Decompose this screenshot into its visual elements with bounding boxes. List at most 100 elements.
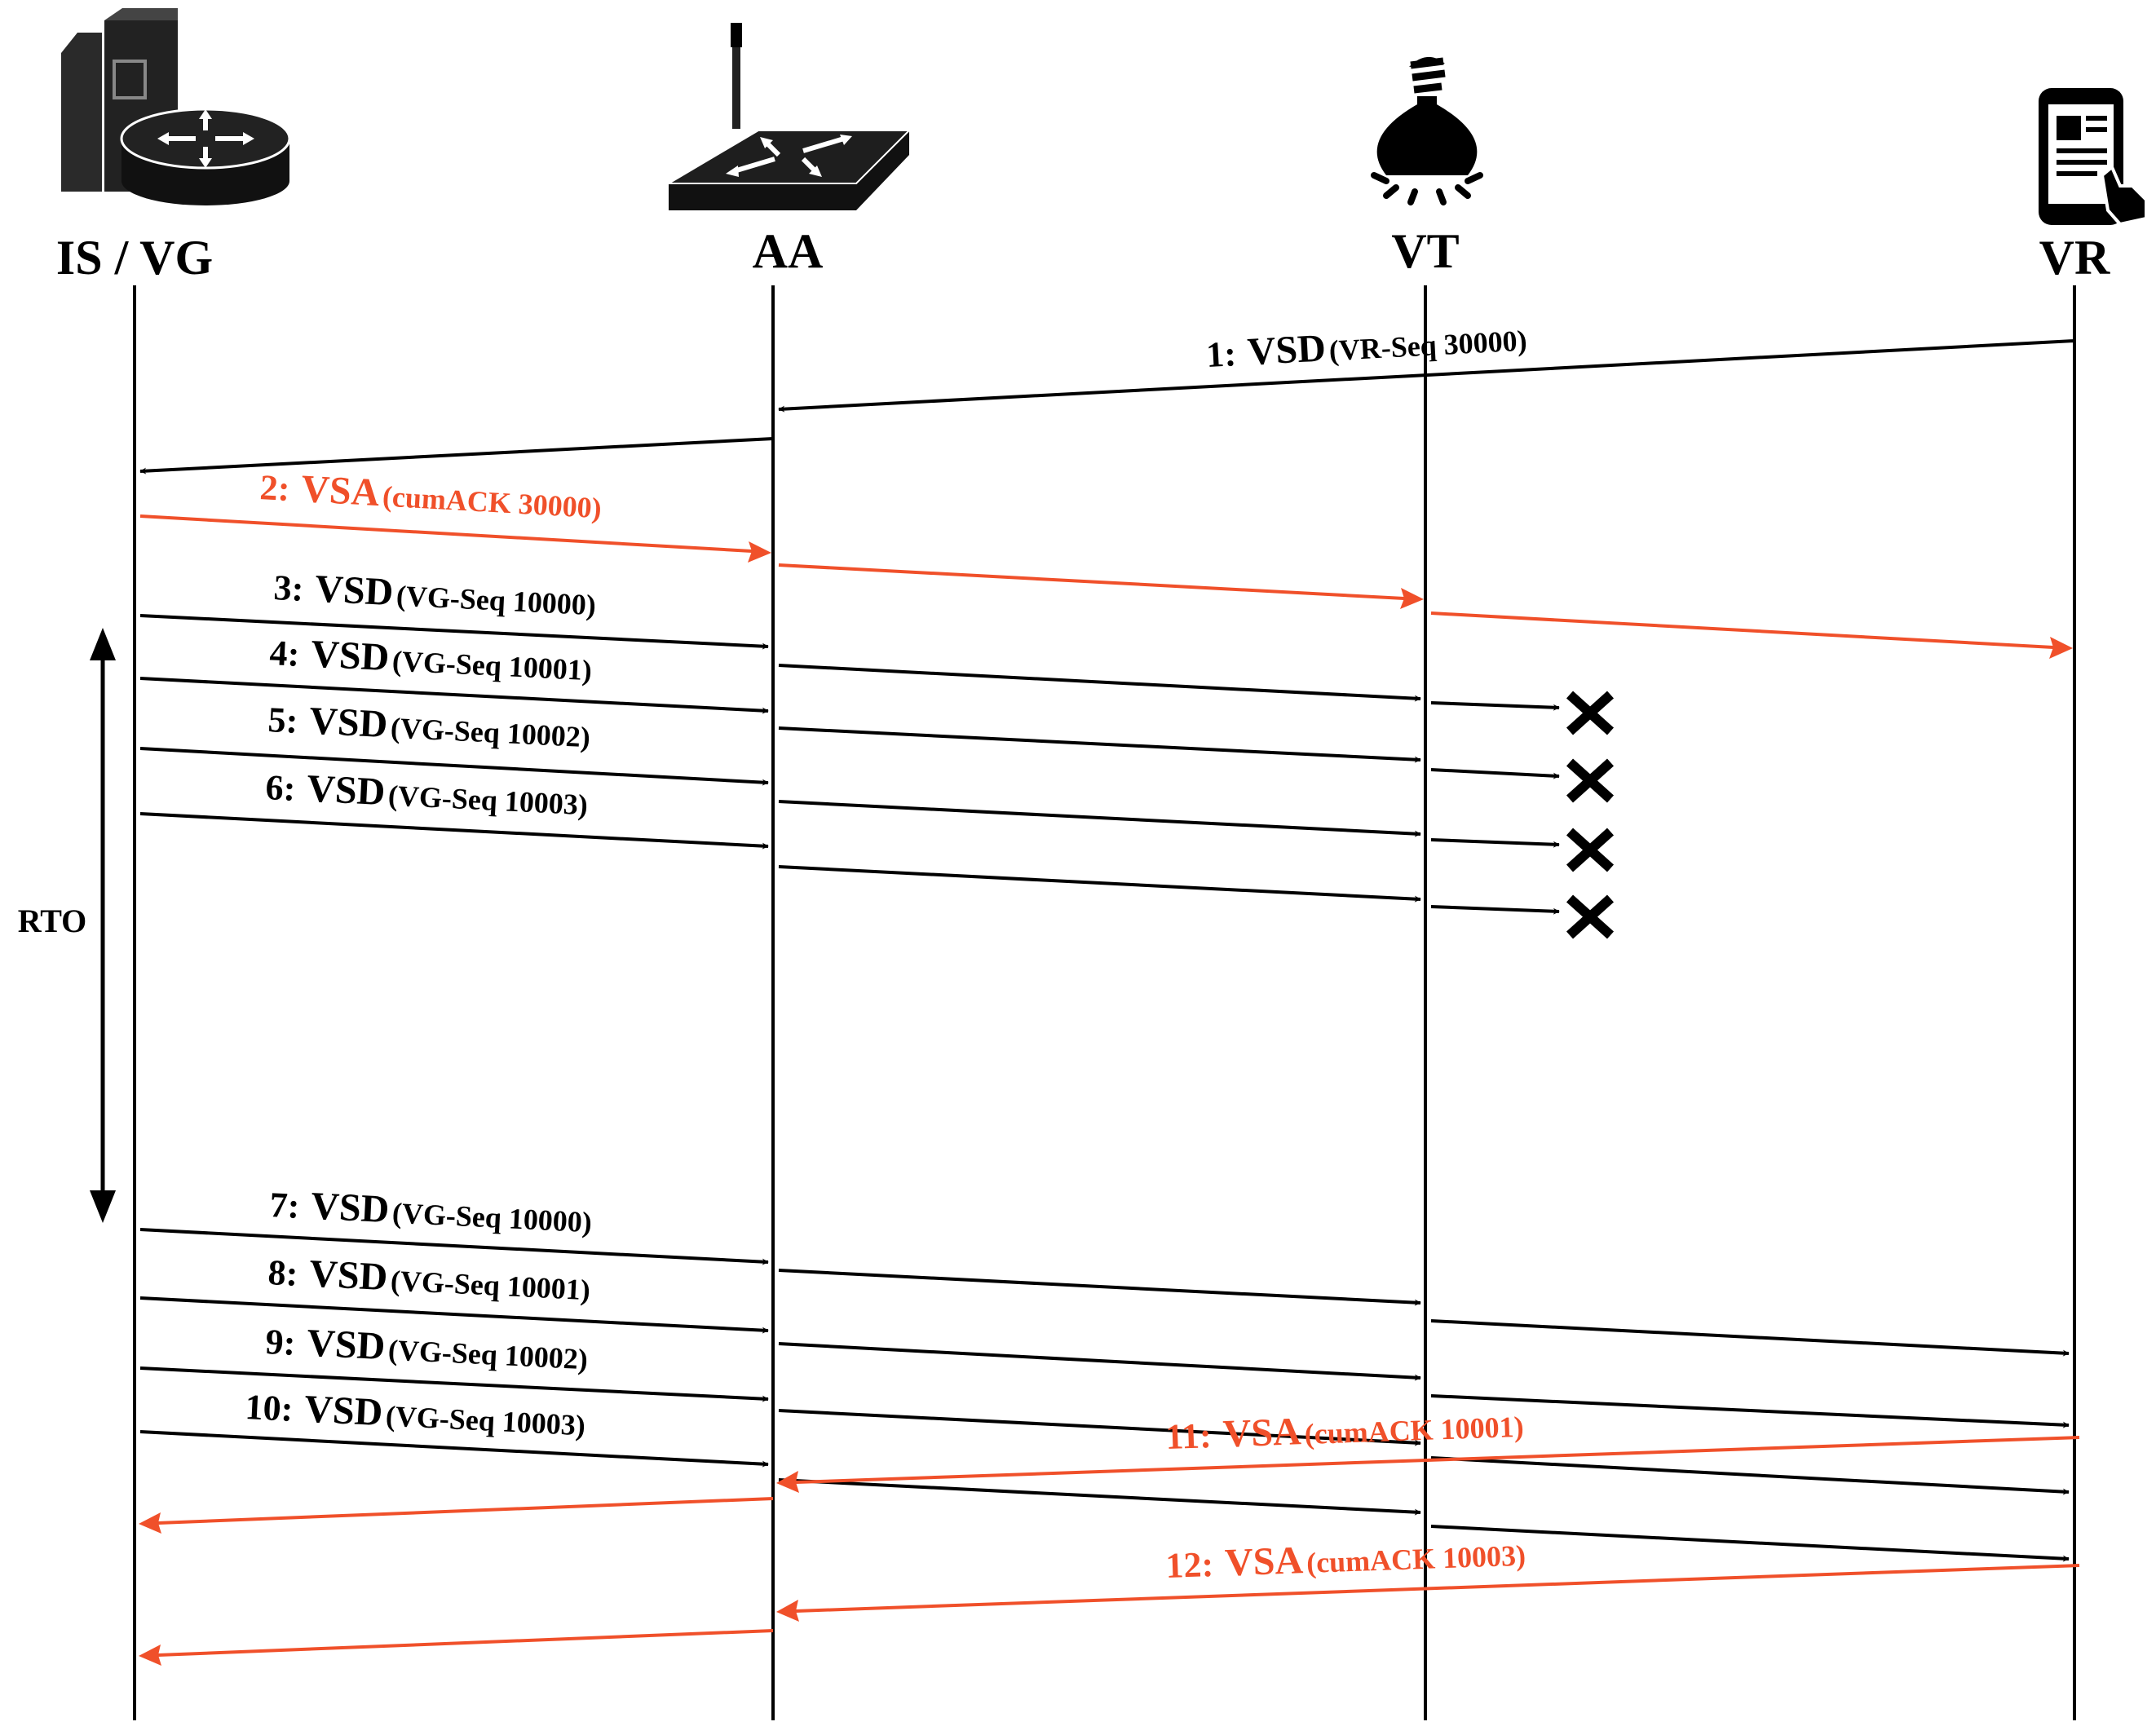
msg-8-main: VSD: [308, 1252, 389, 1300]
msg-10-arrow-vt-vr-2: [1430, 1525, 2070, 1562]
msg-2-arrow-aa-vt-head: [1400, 588, 1424, 609]
msg-12-arrow-vr-aa-head: [776, 1600, 799, 1622]
msg-10-arrow-isvg-aa: [139, 1430, 769, 1468]
msg-1-param: (VR-Seq 30000): [1328, 324, 1528, 367]
msg-3-main: VSD: [314, 567, 395, 615]
drop-x-icon-1: [1566, 691, 1615, 735]
msg-2-arrow-isvg-aa: [139, 514, 753, 553]
msg-5-param: (VG-Seq 10002): [390, 711, 591, 753]
lifelines: [133, 285, 2076, 1720]
msg-12-num: 12:: [1165, 1544, 1214, 1586]
msg-11-arrow-aa-isvg: [157, 1497, 774, 1525]
msg-6-arrow-aa-vt: [778, 800, 1421, 837]
msg-7-num: 7:: [269, 1185, 301, 1226]
actor-label-vr: VR: [2039, 231, 2110, 285]
msg-6b-arrow-aa-vt: [778, 865, 1421, 903]
msg-7-arrow-aa-vt: [778, 1269, 1421, 1306]
msg-4-main: VSD: [310, 633, 391, 680]
msg-3-param: (VG-Seq 10000): [395, 579, 597, 621]
msg-1-label: 1: VSD (VR-Seq 30000): [1205, 316, 1528, 376]
msg-6-arrow-vt-drop: [1430, 838, 1560, 848]
msg-3-num: 3:: [273, 567, 305, 609]
msg-12-main: VSA: [1224, 1539, 1304, 1584]
msg-5-label: 5: VSD (VG-Seq 10002): [267, 697, 591, 756]
msg-7-arrow-isvg-aa: [139, 1228, 769, 1265]
msg-5-arrow-vt-drop: [1430, 768, 1560, 779]
msg-12-label: 12: VSA (cumACK 10003): [1165, 1531, 1526, 1587]
msg-4-num: 4:: [269, 633, 301, 674]
smartphone-touch-icon: [2039, 88, 2148, 227]
msg-1-arrow-vr-aa: [778, 339, 2075, 413]
msg-6-num: 6:: [265, 767, 297, 809]
msg-6-param: (VG-Seq 10003): [387, 779, 589, 821]
actor-label-aa: AA: [753, 224, 824, 278]
msg-5-arrow-aa-vt: [778, 726, 1421, 763]
msg-2-arrow-isvg-aa-head: [748, 541, 771, 563]
msg-2-param: (cumACK 30000): [382, 479, 603, 524]
msg-9-arrow-isvg-aa: [139, 1366, 769, 1402]
actor-label-isvg: IS / VG: [56, 231, 213, 285]
rto-arrow-up-head: [90, 628, 116, 660]
msg-8-arrow-isvg-aa: [139, 1296, 769, 1334]
msg-4-label: 4: VSD (VG-Seq 10001): [268, 630, 593, 689]
message-labels: 1: VSD (VR-Seq 30000) 2: VSA (cumACK 300…: [244, 316, 1528, 1587]
rto-arrow-down-head: [90, 1190, 116, 1223]
msg-8-label: 8: VSD (VG-Seq 10001): [267, 1250, 591, 1309]
msg-1-main: VSD: [1246, 326, 1327, 373]
actor-label-vt: VT: [1391, 224, 1459, 278]
msg-10-arrow-vt-vr: [1430, 1456, 2070, 1495]
light-bulb-icon: [1371, 56, 1483, 205]
msg-2-num: 2:: [258, 467, 290, 509]
drop-markers: [1566, 691, 1615, 939]
msg-12-param: (cumACK 10003): [1306, 1539, 1526, 1579]
rto-timer: RTO: [7, 628, 116, 1223]
msg-3-label: 3: VSD (VG-Seq 10000): [272, 565, 597, 624]
msg-9-arrow-aa-vt: [778, 1409, 1421, 1446]
msg-2-label: 2: VSA (cumACK 30000): [258, 465, 603, 527]
rto-label: RTO: [18, 903, 87, 939]
drop-x-icon-3: [1566, 828, 1615, 872]
msg-8-arrow-vt-vr: [1430, 1319, 2070, 1357]
msg-6-main: VSD: [306, 767, 387, 815]
msg-9-main: VSD: [306, 1322, 387, 1369]
msg-2-main: VSA: [300, 467, 381, 514]
drop-x-icon-2: [1566, 758, 1615, 803]
msg-11-label: 11: VSA (cumACK 10001): [1165, 1402, 1525, 1458]
msg-1-num: 1:: [1205, 333, 1237, 375]
msg-11-arrow-vr-aa-head: [776, 1471, 799, 1493]
msg-2-arrow-vt-vr-head: [2049, 637, 2073, 659]
msg-7-main: VSD: [310, 1185, 391, 1232]
msg-9-label: 9: VSD (VG-Seq 10002): [264, 1319, 589, 1378]
msg-10-label: 10: VSD (VG-Seq 10003): [244, 1384, 586, 1444]
ack-arrows: [139, 514, 2080, 1666]
msg-4-param: (VG-Seq 10001): [391, 644, 593, 686]
msg-9-arrow-vt-vr: [1430, 1394, 2070, 1428]
msg-5-main: VSD: [308, 700, 389, 747]
access-point-icon: [665, 23, 912, 210]
msg-7-label: 7: VSD (VG-Seq 10000): [268, 1182, 593, 1241]
msg-12-arrow-aa-isvg-head: [139, 1644, 161, 1666]
msg-6-arrow-isvg-aa: [139, 812, 769, 850]
msg-1-arrow-aa-isvg: [139, 437, 774, 475]
msg-8-param: (VG-Seq 10001): [390, 1264, 591, 1306]
msg-11-arrow-aa-isvg-head: [139, 1512, 161, 1534]
msg-9-num: 9:: [265, 1322, 297, 1363]
msg-2-arrow-vt-vr: [1430, 611, 2054, 649]
msg-12-arrow-aa-isvg: [157, 1629, 774, 1657]
msg-6-label: 6: VSD (VG-Seq 10003): [264, 765, 589, 823]
msg-4-arrow-aa-vt: [778, 664, 1421, 702]
msg-8-arrow-aa-vt: [778, 1342, 1421, 1381]
msg-11-main: VSA: [1222, 1410, 1302, 1455]
msg-11-param: (cumACK 10001): [1304, 1411, 1524, 1450]
drop-x-icon-4: [1566, 894, 1615, 939]
msg-9-param: (VG-Seq 10002): [387, 1333, 589, 1375]
msg-3-arrow-isvg-aa: [139, 614, 769, 650]
msg-11-num: 11:: [1165, 1415, 1213, 1457]
msg-12-arrow-vr-aa: [795, 1564, 2080, 1613]
msg-10-main: VSD: [303, 1388, 384, 1435]
msg-6b-arrow-vt-drop: [1430, 905, 1560, 915]
msg-7-param: (VG-Seq 10000): [391, 1196, 593, 1238]
msg-4-arrow-vt-drop: [1430, 701, 1560, 711]
msg-10-num: 10:: [245, 1387, 294, 1429]
